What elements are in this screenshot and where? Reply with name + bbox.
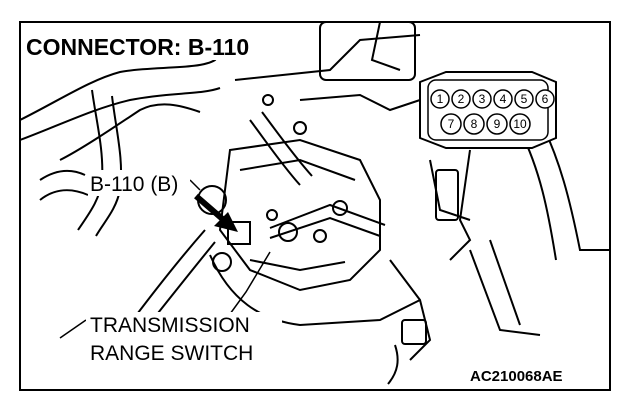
connector-pin: 10: [509, 113, 531, 135]
connector-pin-number: 6: [542, 92, 549, 106]
connector-pin-circle: [514, 89, 534, 109]
connector-pin: 5: [514, 89, 534, 109]
connector-pin: 1: [430, 89, 450, 109]
connector-pin-circle: [486, 113, 508, 135]
connector-pointer-arrow: [194, 193, 238, 232]
connector-pin: 3: [472, 89, 492, 109]
connector-pin-number: 7: [448, 117, 455, 131]
connector-pin: 2: [451, 89, 471, 109]
connector-pin: 7: [440, 113, 462, 135]
connector-pin-number: 5: [521, 92, 528, 106]
connector-pin-number: 3: [479, 92, 486, 106]
component-label-backing: [86, 312, 282, 366]
figure-code: AC210068AE: [470, 368, 563, 385]
component-label-line1: TRANSMISSION: [90, 314, 250, 337]
connector-pin-number: 1: [437, 92, 444, 106]
connector-callout-label: B-110 (B): [90, 173, 178, 196]
connector-pin: 9: [486, 113, 508, 135]
connector-pin-circle: [472, 89, 492, 109]
connector-pin-circle: [463, 113, 485, 135]
connector-pin-number: 10: [513, 117, 527, 131]
component-label-line2: RANGE SWITCH: [90, 342, 253, 365]
connector-pin-circle: [493, 89, 513, 109]
connector-pin-number: 8: [471, 117, 478, 131]
connector-pin: 4: [493, 89, 513, 109]
connector-pin: 6: [535, 89, 555, 109]
connector-pin-circle: [440, 113, 462, 135]
connector-pin-circle: [430, 89, 450, 109]
connector-pin-circle: [509, 113, 531, 135]
connector-title: CONNECTOR: B-110: [26, 34, 249, 60]
title-box: [22, 34, 256, 60]
connector-pin-circle: [535, 89, 555, 109]
connector-pin-number: 2: [458, 92, 465, 106]
connector-pin-number: 9: [494, 117, 501, 131]
connector-pin-circle: [451, 89, 471, 109]
figure-code-backing: [466, 364, 604, 386]
connector-pin: 8: [463, 113, 485, 135]
callout-backing: [88, 170, 190, 196]
leader-lines: [59, 179, 271, 339]
connector-pin-number: 4: [500, 92, 507, 106]
